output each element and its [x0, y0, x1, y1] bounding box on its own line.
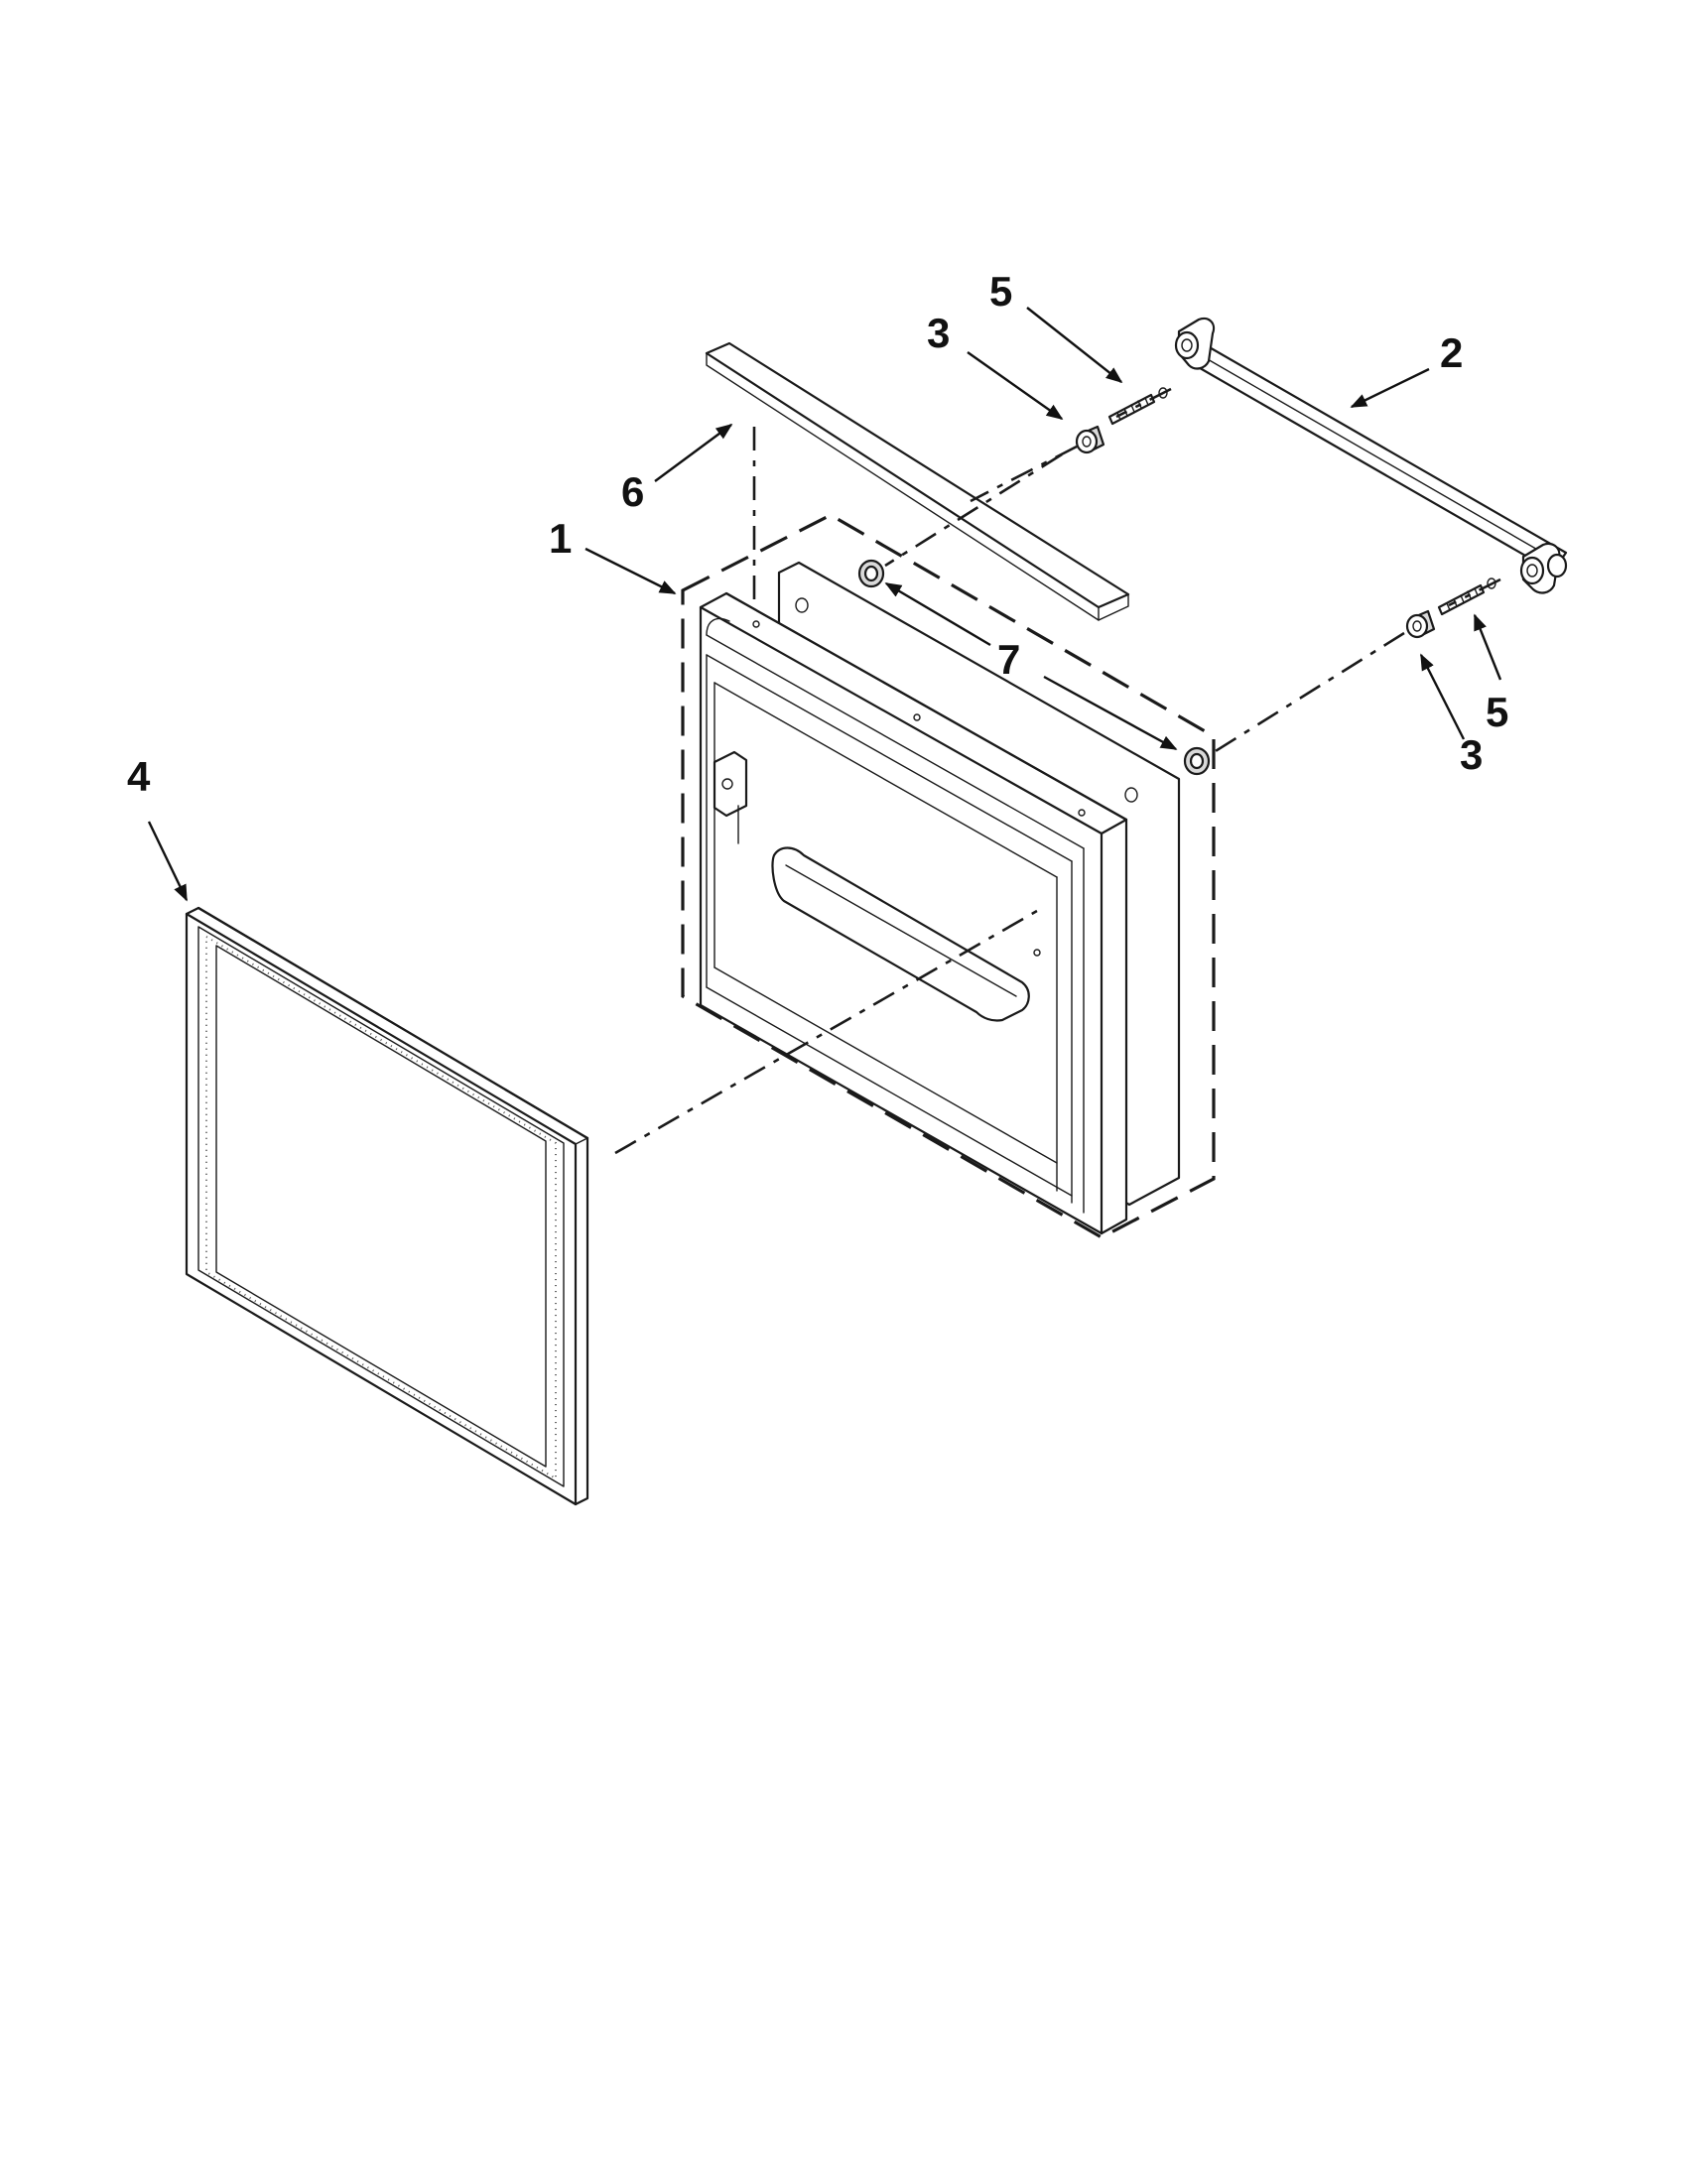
leader-5-top — [1026, 307, 1123, 384]
leader-3-top — [967, 351, 1064, 420]
leader-4 — [147, 821, 189, 902]
leader-1 — [584, 547, 677, 595]
callout-2: 2 — [1440, 329, 1463, 376]
handle-screw-right — [1437, 578, 1496, 616]
door-trim-strip — [705, 341, 1130, 621]
callout-7: 7 — [997, 636, 1020, 683]
leader-6 — [654, 424, 733, 482]
callout-4: 4 — [127, 753, 151, 800]
grommet-right — [1183, 746, 1211, 776]
callout-3-right: 3 — [1460, 731, 1483, 778]
door-assembly-group-outline — [681, 513, 1216, 1239]
callout-1: 1 — [549, 515, 572, 562]
callout-5-top: 5 — [989, 268, 1012, 315]
door-gasket — [185, 906, 589, 1506]
grommet-top — [857, 559, 885, 588]
door-handle — [1174, 317, 1568, 594]
leader-3-right — [1419, 653, 1466, 740]
leader-7-left — [884, 581, 991, 647]
handle-standoff-top — [1075, 425, 1105, 454]
door-inner-liner — [699, 591, 1128, 1235]
leader-5-right — [1473, 613, 1502, 681]
leader-2 — [1350, 367, 1430, 409]
inner-shelf-rail — [771, 846, 1030, 1022]
callout-5-right: 5 — [1486, 689, 1508, 735]
handle-standoff-right — [1405, 609, 1436, 639]
leader-7-right — [1043, 675, 1178, 751]
callout-6: 6 — [621, 468, 644, 515]
callout-3-top: 3 — [927, 310, 950, 356]
